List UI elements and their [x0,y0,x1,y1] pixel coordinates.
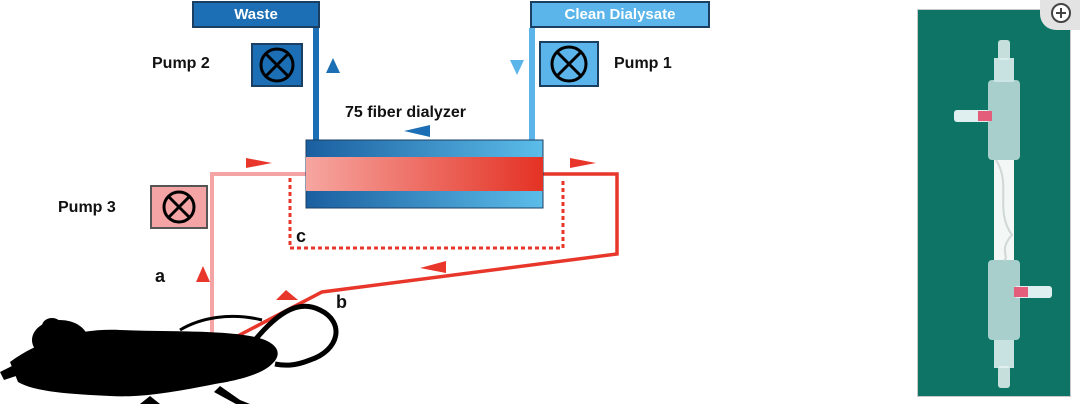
arrow-down-clean-icon [510,60,524,75]
dialyzer-device-image [918,10,1070,396]
pump-2-icon [251,43,303,87]
dialysis-diagram [0,28,619,404]
waste-box: Waste [192,1,320,28]
arrow-right-red-icon [570,158,596,168]
dialyzer-device-photo [917,9,1071,397]
mouse-silhouette [0,303,339,404]
arterial-line [210,172,306,346]
arrow-up-a-icon [196,266,210,282]
arrow-left-red-icon [420,261,446,273]
arrow-upright-b-icon [276,290,298,300]
label-b: b [336,292,347,312]
dialyzer-label: 75 fiber dialyzer [345,104,466,121]
label-c: c [296,226,307,246]
label-a: a [155,266,166,286]
pump-3-label: Pump 3 [58,199,116,216]
arrow-right-pink-icon [246,158,272,168]
pump-1-label: Pump 1 [614,55,672,72]
clean-dialysate-label: Clean Dialysate [564,6,676,23]
zoom-button[interactable] [1040,0,1080,30]
bypass-line-c [288,178,565,250]
waste-label: Waste [234,6,278,23]
pump-3-icon [150,185,208,229]
arrow-up-waste-icon [326,58,340,73]
dialyzer [305,139,544,209]
pump-2-label: Pump 2 [152,55,210,72]
zoom-plus-icon [1051,3,1071,23]
clean-dialysate-box: Clean Dialysate [530,1,710,28]
arrow-left-dialysate-icon [404,125,430,137]
pump-1-icon [539,41,599,87]
